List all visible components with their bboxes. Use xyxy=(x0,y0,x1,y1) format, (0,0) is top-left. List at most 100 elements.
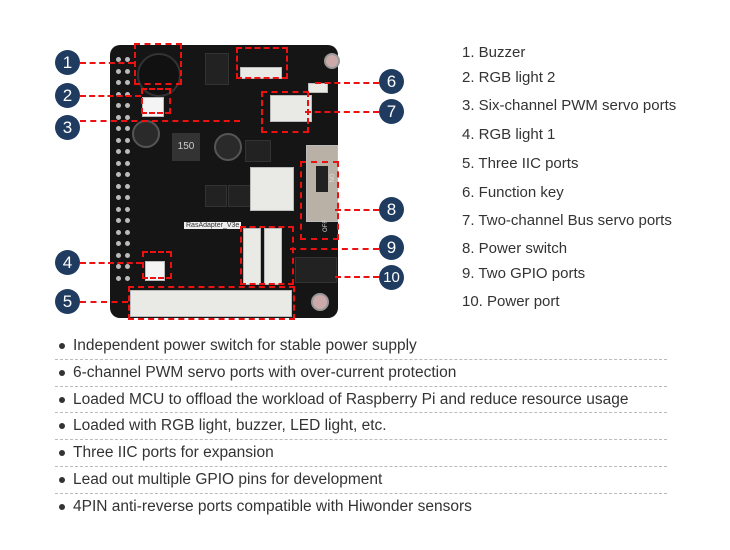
power-switch xyxy=(306,145,338,222)
legend-item: 3. Six-channel PWM servo ports xyxy=(462,97,677,114)
header-pin xyxy=(125,183,130,189)
capacitor xyxy=(132,120,160,148)
feature-list: Independent power switch for stable powe… xyxy=(55,333,667,520)
header-pin xyxy=(125,103,130,108)
rgb1-highlight xyxy=(142,251,172,279)
header-pin xyxy=(116,275,121,281)
legend-item: 2. RGB light 2 xyxy=(462,69,556,86)
bullet-icon xyxy=(59,396,65,403)
header-pin xyxy=(125,137,130,143)
header-pin xyxy=(116,252,121,258)
header-pin xyxy=(116,264,121,269)
function-key xyxy=(308,83,328,93)
power-port xyxy=(295,257,337,283)
header-pin xyxy=(116,103,121,108)
header-pin xyxy=(116,137,121,143)
header-pin xyxy=(125,195,130,200)
chip xyxy=(205,185,227,207)
bullet-icon xyxy=(59,369,65,376)
header-pin xyxy=(116,149,121,154)
board-label: RasAdapter_V3e xyxy=(184,222,242,229)
header-pin xyxy=(125,114,130,120)
leader-line xyxy=(335,276,379,278)
rgb-light-1 xyxy=(145,261,165,281)
callout-7: 7 xyxy=(379,99,404,124)
header-pin xyxy=(116,195,121,200)
header-pin xyxy=(125,218,130,223)
legend-item: 6. Function key xyxy=(462,184,564,201)
leader-line xyxy=(305,111,379,113)
leader-line xyxy=(290,248,379,250)
header-pin xyxy=(116,160,121,166)
header-pin xyxy=(116,126,121,131)
callout-4: 4 xyxy=(55,250,80,275)
header-pin xyxy=(116,57,121,62)
rgb2-highlight xyxy=(141,88,171,114)
inductor: 150 xyxy=(172,133,200,161)
feature-item: 6-channel PWM servo ports with over-curr… xyxy=(55,360,667,387)
header-pin xyxy=(125,149,130,154)
bullet-icon xyxy=(59,423,65,430)
feature-item: 4PIN anti-reverse ports compatible with … xyxy=(55,494,667,520)
bus-servo-highlight xyxy=(261,91,309,133)
chip xyxy=(245,140,271,162)
leader-line xyxy=(315,82,379,84)
iic-ports-block xyxy=(250,167,294,211)
callout-3: 3 xyxy=(55,115,80,140)
legend-item: 4. RGB light 1 xyxy=(462,126,556,143)
header-pin xyxy=(116,80,121,85)
capacitor xyxy=(214,133,242,161)
leader-line xyxy=(80,62,134,64)
gpio-highlight xyxy=(240,226,294,285)
header-pin xyxy=(125,275,130,281)
leader-line xyxy=(80,120,240,122)
legend-item: 10. Power port xyxy=(462,293,560,310)
mount-hole xyxy=(311,293,329,311)
callout-1: 1 xyxy=(55,50,80,75)
feature-item: Lead out multiple GPIO pins for developm… xyxy=(55,467,667,494)
header-pin xyxy=(125,57,130,62)
legend-item: 7. Two-channel Bus servo ports xyxy=(462,212,672,229)
header-pin xyxy=(125,126,130,131)
feature-item: Loaded with RGB light, buzzer, LED light… xyxy=(55,413,667,441)
iic-highlight xyxy=(128,286,295,320)
bullet-icon xyxy=(59,450,65,457)
bullet-icon xyxy=(59,476,65,483)
pwm-highlight xyxy=(236,47,288,79)
chip xyxy=(205,53,229,85)
bullet-icon xyxy=(59,343,65,349)
header-pin xyxy=(125,229,130,235)
leader-line xyxy=(80,262,142,264)
header-pin xyxy=(125,172,130,177)
buzzer-highlight xyxy=(134,43,182,85)
iic-ports xyxy=(130,290,292,317)
header-pin xyxy=(116,114,121,120)
bullet-icon xyxy=(59,503,65,510)
legend-item: 5. Three IIC ports xyxy=(462,155,579,172)
feature-item: Independent power switch for stable powe… xyxy=(55,333,667,360)
header-pin xyxy=(125,264,130,269)
header-pin xyxy=(116,172,121,177)
legend-item: 8. Power switch xyxy=(462,240,568,257)
header-pin xyxy=(125,241,130,246)
leader-line xyxy=(335,209,379,211)
header-pin xyxy=(125,91,130,97)
legend-item: 9. Two GPIO ports xyxy=(462,265,586,282)
header-pin xyxy=(116,218,121,223)
callout-10: 10 xyxy=(379,265,404,290)
switch-highlight xyxy=(300,161,339,240)
header-pin xyxy=(116,206,121,212)
header-pin xyxy=(125,80,130,85)
feature-item: Loaded MCU to offload the workload of Ra… xyxy=(55,387,667,414)
leader-line xyxy=(80,95,141,97)
leader-line xyxy=(80,301,128,303)
callout-9: 9 xyxy=(379,235,404,260)
bus-servo-ports xyxy=(270,95,312,122)
callout-6: 6 xyxy=(379,69,404,94)
header-pin xyxy=(125,252,130,258)
header-pin xyxy=(125,206,130,212)
callout-5: 5 xyxy=(55,289,80,314)
header-pin xyxy=(116,68,121,74)
callout-2: 2 xyxy=(55,83,80,108)
header-pin xyxy=(125,68,130,74)
